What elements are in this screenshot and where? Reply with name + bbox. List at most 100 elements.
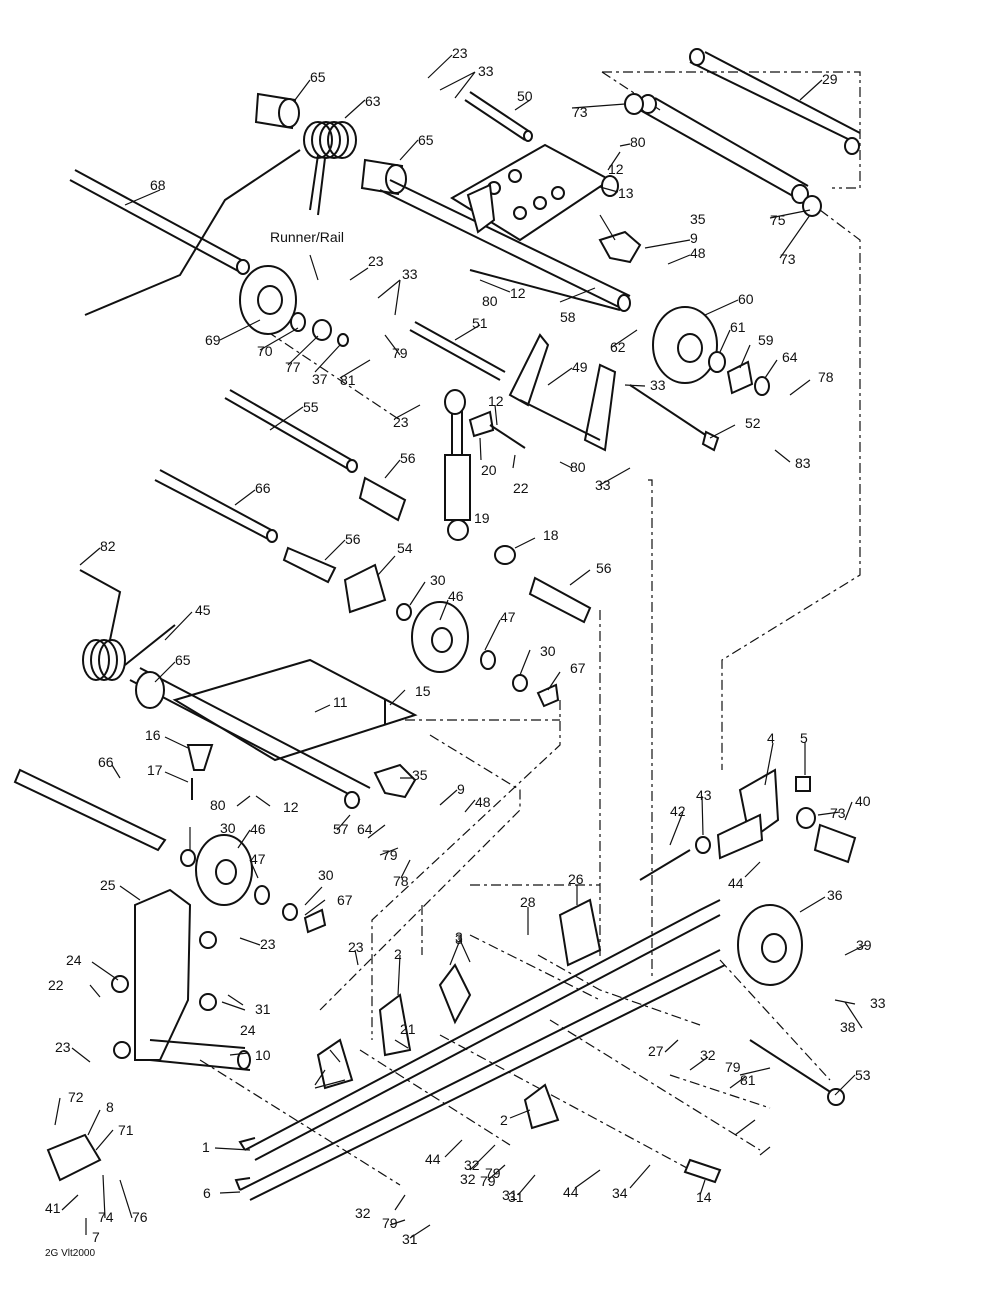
callout-label: 11 (333, 694, 348, 710)
callout-label: 79 (480, 1173, 496, 1189)
callout-label: 30 (318, 867, 334, 883)
callout-label: 77 (285, 359, 301, 375)
callout-label: 8 (106, 1099, 114, 1115)
callout-label: 80 (210, 797, 226, 813)
callout-label: 23 (368, 253, 384, 269)
callout-label: 35 (690, 211, 706, 227)
callout-label: 80 (482, 293, 498, 309)
callout-label: 45 (195, 602, 211, 618)
callout-label: 48 (690, 245, 706, 261)
callout-label: 72 (68, 1089, 84, 1105)
callout-label: 26 (568, 871, 584, 887)
callout-label: 73 (780, 251, 796, 267)
callout-label: 33 (478, 63, 494, 79)
callout-label: 80 (570, 459, 586, 475)
callout-label: 3 (455, 931, 463, 947)
callout-label: 20 (481, 462, 497, 478)
callout-label: 31 (255, 1001, 271, 1017)
callout-label: 14 (696, 1189, 712, 1205)
callout-label: 32 (355, 1205, 371, 1221)
callout-label: 5 (800, 730, 808, 746)
callout-label: 17 (147, 762, 163, 778)
callout-label: 29 (822, 71, 838, 87)
callout-label: 18 (543, 527, 559, 543)
callout-label: 47 (250, 851, 266, 867)
callout-label: 56 (596, 560, 612, 576)
callout-label: 19 (474, 510, 490, 526)
callout-label: 67 (337, 892, 353, 908)
callout-label: 44 (728, 875, 744, 891)
callout-label: 23 (55, 1039, 71, 1055)
callout-label: 48 (475, 794, 491, 810)
callout-label: 12 (283, 799, 299, 815)
callout-label: 23 (452, 45, 468, 61)
callout-label: 46 (448, 588, 464, 604)
callout-label: 39 (856, 937, 872, 953)
callout-label: 76 (132, 1209, 148, 1225)
callout-label: 69 (205, 332, 221, 348)
callout-label: 25 (100, 877, 116, 893)
callout-label: 33 (595, 477, 611, 493)
callout-label: 79 (382, 1215, 398, 1231)
callout-label: 50 (517, 88, 533, 104)
callout-label: 65 (310, 69, 326, 85)
callout-label: 83 (795, 455, 811, 471)
callout-label: 64 (357, 821, 373, 837)
callout-label: 66 (255, 480, 271, 496)
callout-label: 21 (400, 1021, 416, 1037)
callout-label: 23 (348, 939, 364, 955)
callout-label: 12 (488, 393, 504, 409)
callout-label: 65 (418, 132, 434, 148)
callout-label: 12 (510, 285, 526, 301)
callout-label: 78 (393, 873, 409, 889)
callout-label: 63 (365, 93, 381, 109)
callout-label: 24 (66, 952, 82, 968)
callout-label: 61 (730, 319, 746, 335)
callout-label: 73 (830, 805, 846, 821)
callout-label: 6 (203, 1185, 211, 1201)
callout-label: 32 (460, 1171, 476, 1187)
callout-label: 62 (610, 339, 626, 355)
callout-label: 3 (455, 929, 463, 945)
callout-label: 55 (303, 399, 319, 415)
callout-label: 27 (648, 1043, 664, 1059)
callout-label: 22 (48, 977, 64, 993)
callout-label: 44 (425, 1151, 441, 1167)
callout-label: 13 (618, 185, 634, 201)
callout-label: 79 (392, 345, 408, 361)
callout-label: 22 (513, 480, 529, 496)
callout-label: 28 (520, 894, 536, 910)
callout-label: 44 (563, 1184, 579, 1200)
callout-label: 47 (500, 609, 516, 625)
callout-label: 68 (150, 177, 166, 193)
callout-label: 10 (255, 1047, 271, 1063)
callout-label: 79 (725, 1059, 741, 1075)
wheel-69 (239, 265, 297, 335)
callout-label: 73 (572, 104, 588, 120)
callout-label: 54 (397, 540, 413, 556)
callout-label: 53 (855, 1067, 871, 1083)
figure-code: 2G Vlt2000 (45, 1248, 95, 1259)
callout-label: 56 (345, 531, 361, 547)
callout-label: 30 (220, 820, 236, 836)
callout-label: 31 (508, 1189, 524, 1205)
callout-label: 80 (630, 134, 646, 150)
callout-label: 24 (240, 1022, 256, 1038)
callout-label: 42 (670, 803, 686, 819)
callout-label: 78 (818, 369, 834, 385)
callout-label: 37 (312, 371, 328, 387)
callout-label: 16 (145, 727, 161, 743)
callout-label: 81 (340, 372, 356, 388)
callout-label: 52 (745, 415, 761, 431)
callout-label: 60 (738, 291, 754, 307)
callout-label: 33 (650, 377, 666, 393)
parts (13, 48, 861, 1201)
callout-label: 9 (690, 230, 698, 246)
callout-label: 35 (412, 767, 428, 783)
wheel-60 (652, 306, 718, 384)
callout-label: 7 (92, 1229, 100, 1245)
callout-label: 71 (118, 1122, 134, 1138)
callout-label: 75 (770, 212, 786, 228)
callout-label: 23 (260, 936, 276, 952)
